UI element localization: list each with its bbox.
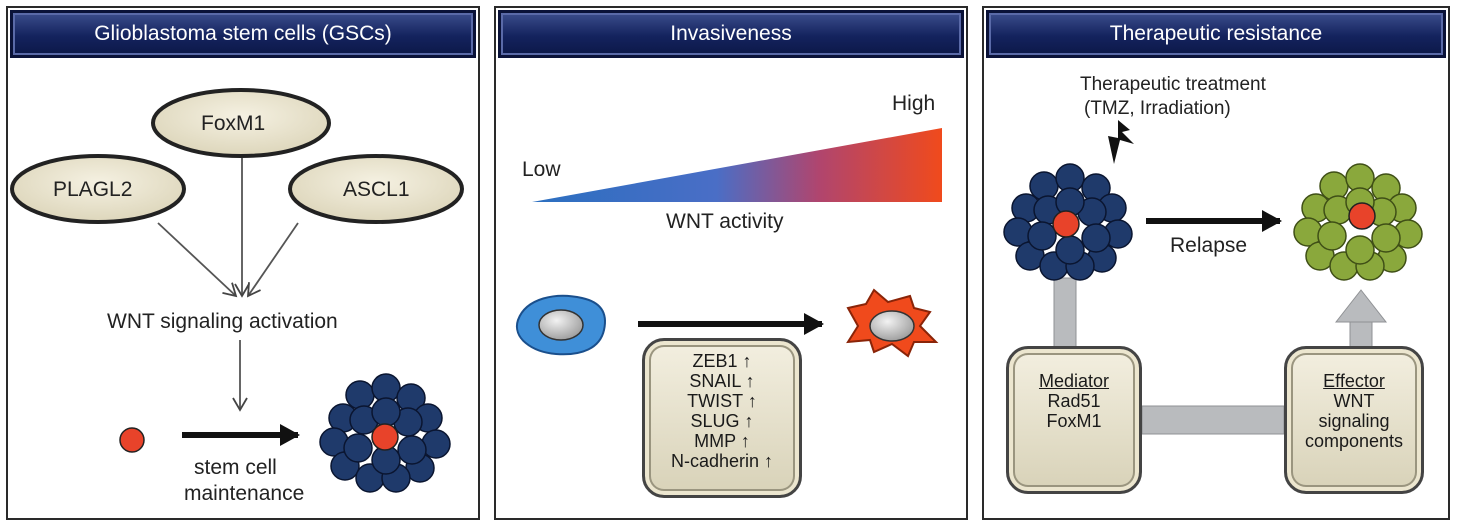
effector-box: Effector WNT signaling components xyxy=(1284,346,1424,494)
marker-ncadherin: N-cadherin ↑ xyxy=(670,451,774,471)
mediator-line1: Rad51 xyxy=(1047,391,1101,411)
gsc-cluster xyxy=(319,373,451,493)
maintenance-label-2: maintenance xyxy=(184,482,305,505)
mediator-heading: Mediator xyxy=(1038,371,1110,391)
marker-snail: SNAIL ↑ xyxy=(689,371,755,391)
label-ascl1: ASCL1 xyxy=(343,178,410,201)
effector-heading: Effector xyxy=(1323,371,1385,391)
label-plagl2: PLAGL2 xyxy=(53,178,133,201)
arrow-plagl2 xyxy=(157,222,238,298)
relapse-label: Relapse xyxy=(1170,234,1248,257)
treatment-label-2: (TMZ, Irradiation) xyxy=(1084,98,1231,119)
wnt-activity-label: WNT activity xyxy=(666,210,784,233)
effector-line3: components xyxy=(1304,431,1404,451)
panel-title: Therapeutic resistance xyxy=(986,10,1446,58)
panel-gscs: Glioblastoma stem cells (GSCs) xyxy=(6,6,480,520)
wnt-gradient-wedge xyxy=(532,128,942,202)
panel-title: Invasiveness xyxy=(498,10,964,58)
lightning-icon xyxy=(1108,120,1134,164)
connector-up xyxy=(1053,277,1077,349)
relapse-cluster xyxy=(1293,163,1423,281)
activation-label: WNT signaling activation xyxy=(107,310,338,333)
marker-mmp: MMP ↑ xyxy=(694,431,750,451)
effector-arrowhead xyxy=(1334,289,1388,323)
mediator-line2: FoxM1 xyxy=(1046,411,1102,431)
tumor-core xyxy=(1052,210,1080,238)
mediator-box: Mediator Rad51 FoxM1 xyxy=(1006,346,1142,494)
relapse-core xyxy=(1348,202,1376,230)
connector-effector xyxy=(1349,321,1373,349)
single-stem-cell xyxy=(119,427,145,453)
marker-zeb1: ZEB1 ↑ xyxy=(692,351,752,371)
effector-line1: WNT xyxy=(1333,391,1375,411)
tumor-cluster xyxy=(1003,163,1133,281)
label-foxm1: FoxM1 xyxy=(201,112,266,135)
epithelial-nucleus xyxy=(538,309,584,341)
panel-invasiveness: Invasiveness Low High WNT activity xyxy=(494,6,968,520)
gsc-core xyxy=(371,423,399,451)
epithelial-cell xyxy=(515,294,606,356)
mesenchymal-nucleus xyxy=(869,310,915,342)
panel-title: Glioblastoma stem cells (GSCs) xyxy=(10,10,476,58)
emt-markers-box: ZEB1 ↑ SNAIL ↑ TWIST ↑ SLUG ↑ MMP ↑ N-ca… xyxy=(642,338,802,498)
marker-slug: SLUG ↑ xyxy=(690,411,754,431)
marker-twist: TWIST ↑ xyxy=(687,391,757,411)
arrow-ascl1 xyxy=(246,222,299,298)
treatment-label-1: Therapeutic treatment xyxy=(1080,74,1266,95)
panel-therapeutic-resistance: Therapeutic resistance xyxy=(982,6,1450,520)
gsc-diagram xyxy=(10,88,464,493)
maintenance-label-1: stem cell xyxy=(194,456,277,479)
low-label: Low xyxy=(522,158,561,181)
effector-line2: signaling xyxy=(1318,411,1390,431)
mesenchymal-cell xyxy=(846,288,939,358)
connector-horizontal xyxy=(1141,405,1285,435)
high-label: High xyxy=(892,92,936,115)
